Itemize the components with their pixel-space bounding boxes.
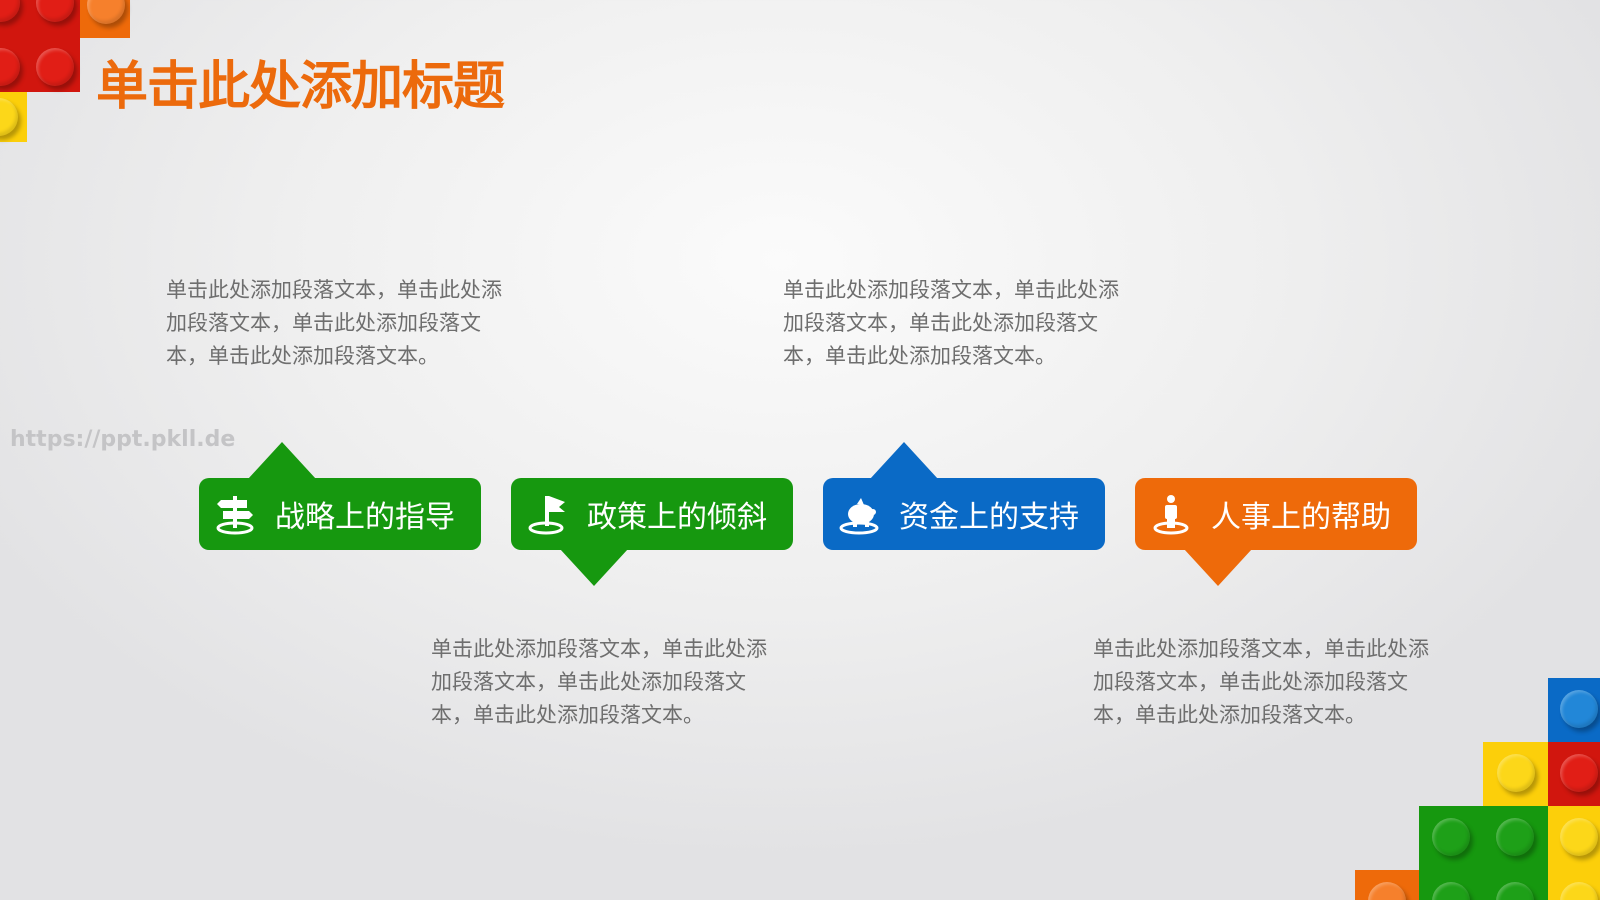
signpost-icon: [216, 496, 254, 535]
lego-brick-red-top-left: [0, 0, 80, 92]
lego-brick-yellow-bottom: [1548, 806, 1600, 900]
flag-icon: [528, 496, 565, 535]
person-icon: [1153, 495, 1189, 535]
pointer-up-1: [248, 442, 316, 479]
label-text: 战略上的指导: [275, 500, 455, 535]
label-text: 政策上的倾斜: [587, 500, 767, 535]
paragraph-3[interactable]: 单击此处添加段落文本，单击此处添加段落文本，单击此处添加段落文本，单击此处添加段…: [783, 278, 1119, 368]
piggy-bank-icon: [839, 498, 879, 535]
label-text: 人事上的帮助: [1211, 500, 1391, 535]
label-policy[interactable]: 政策上的倾斜: [511, 478, 793, 550]
paragraph-4[interactable]: 单击此处添加段落文本，单击此处添加段落文本，单击此处添加段落文本，单击此处添加段…: [1093, 637, 1429, 727]
paragraph-2[interactable]: 单击此处添加段落文本，单击此处添加段落文本，单击此处添加段落文本，单击此处添加段…: [431, 637, 767, 727]
watermark-text: https://ppt.pkll.de: [10, 427, 236, 452]
pointer-up-3: [870, 442, 938, 479]
lego-brick-red-right: [1548, 742, 1600, 806]
pointer-down-2: [560, 549, 628, 586]
slide-title[interactable]: 单击此处添加标题: [96, 57, 505, 117]
label-text: 资金上的支持: [899, 500, 1079, 535]
lego-brick-orange-bottom: [1355, 870, 1419, 900]
lego-brick-yellow-left: [0, 92, 27, 142]
lego-brick-green: [1419, 806, 1548, 900]
lego-brick-blue: [1548, 678, 1600, 742]
label-funding[interactable]: 资金上的支持: [823, 478, 1105, 550]
label-personnel[interactable]: 人事上的帮助: [1135, 478, 1417, 550]
pointer-down-4: [1184, 549, 1252, 586]
label-strategy[interactable]: 战略上的指导: [199, 478, 481, 550]
lego-brick-orange-top: [80, 0, 130, 38]
lego-brick-yellow-mid: [1483, 742, 1548, 806]
paragraph-1[interactable]: 单击此处添加段落文本，单击此处添加段落文本，单击此处添加段落文本，单击此处添加段…: [166, 278, 502, 368]
